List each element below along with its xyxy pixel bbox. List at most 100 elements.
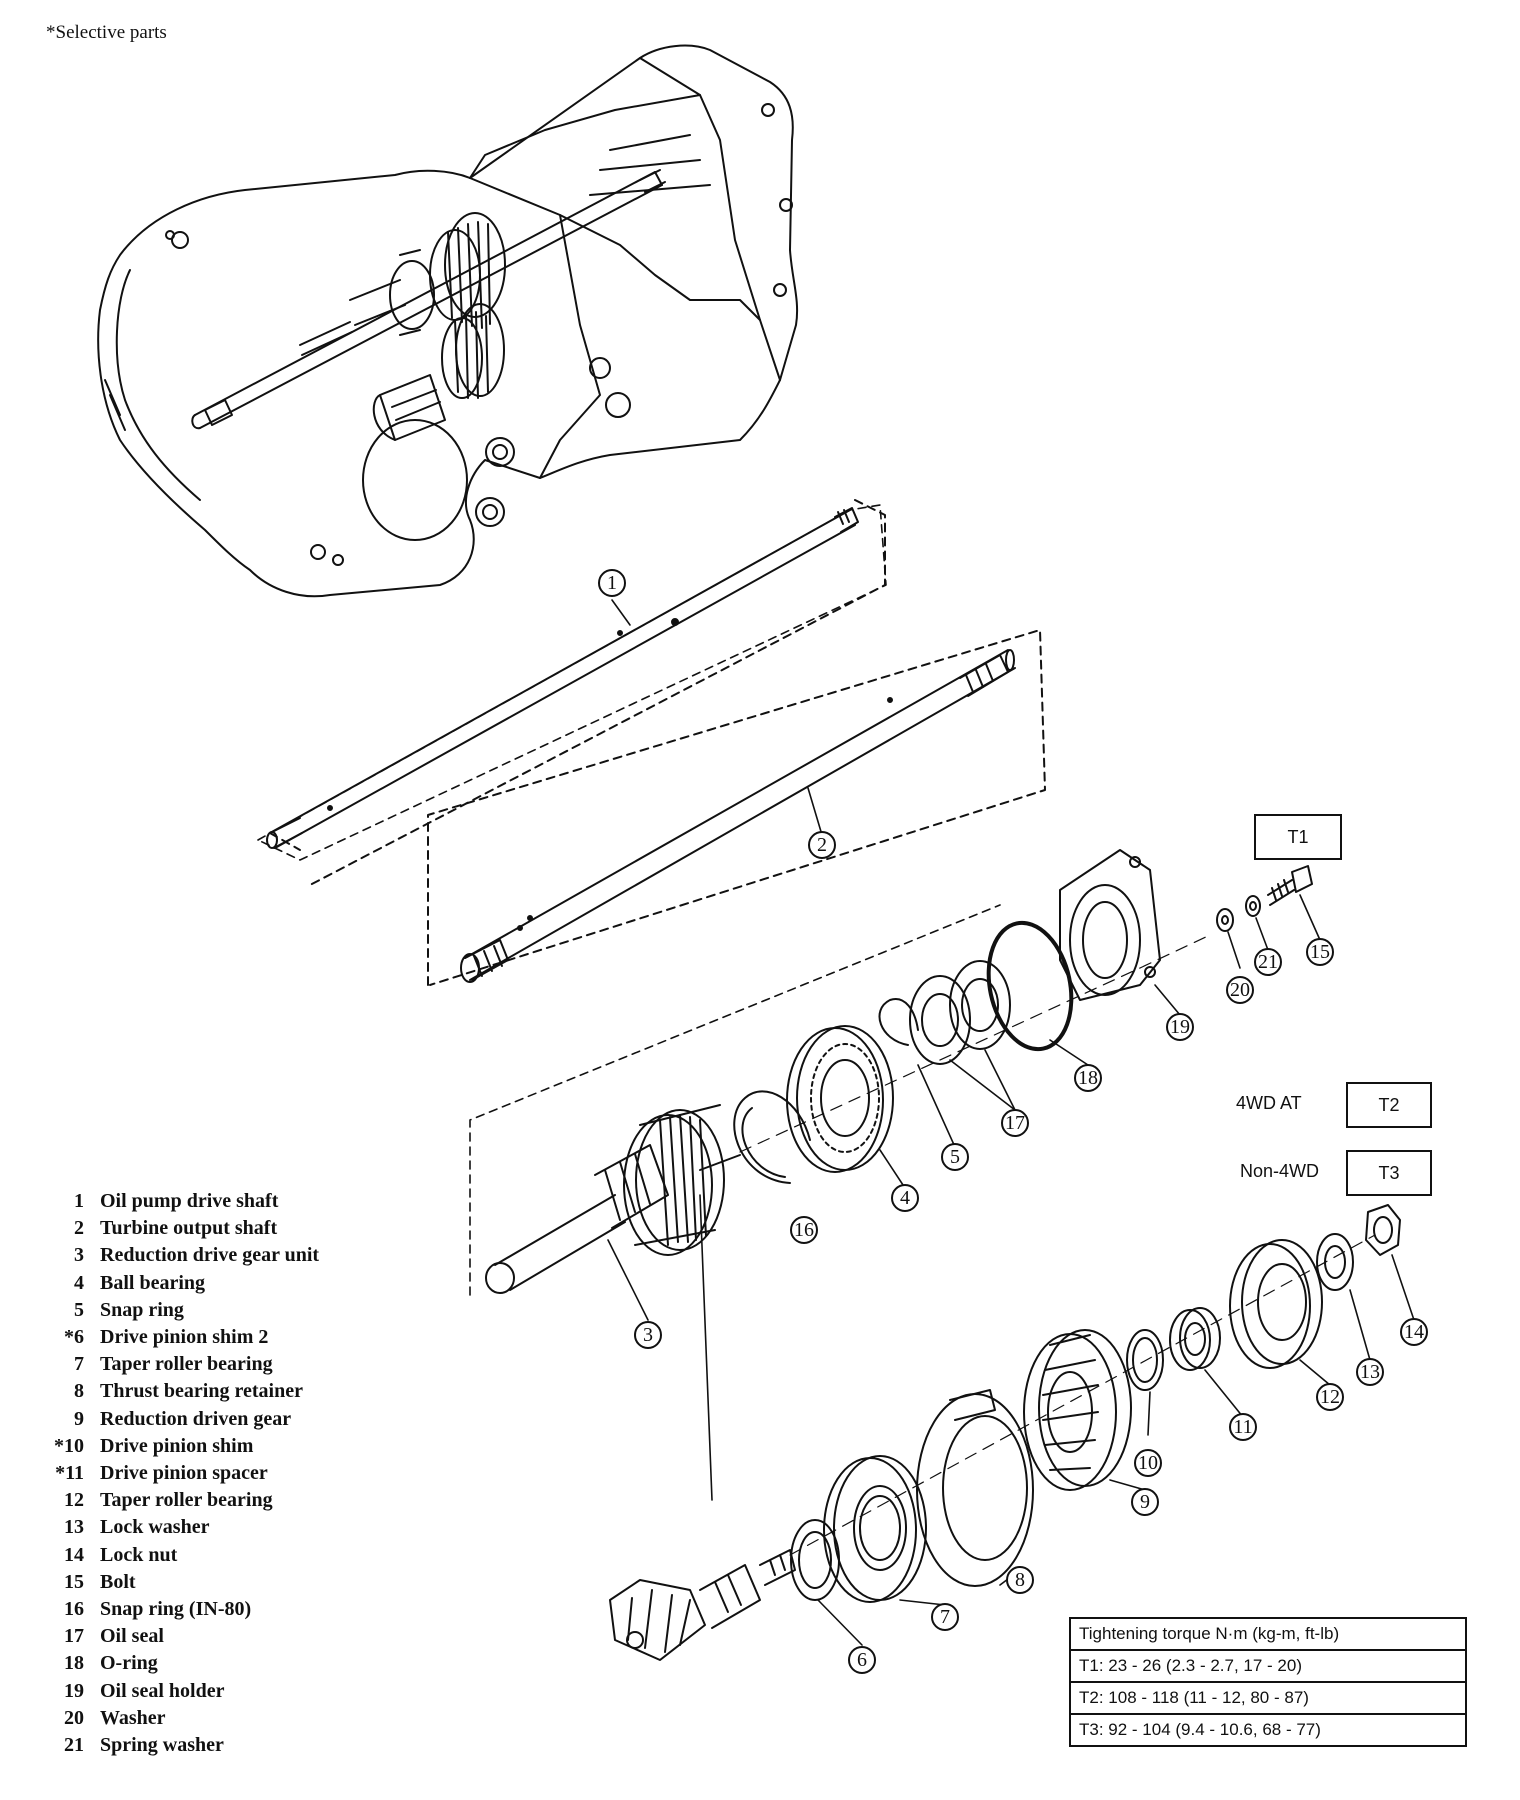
condition-label-non-4wd: Non-4WD bbox=[1240, 1161, 1320, 1181]
legend-item: 4 Ball bearing bbox=[38, 1270, 319, 1297]
torque-box-t3-label: T3 bbox=[1378, 1162, 1400, 1183]
oil-pump-drive-shaft-illustration bbox=[266, 499, 886, 886]
legend-item-number: 2 bbox=[74, 1217, 84, 1240]
callout-number: 2 bbox=[817, 834, 827, 856]
lock-nut-illustration bbox=[1365, 1204, 1401, 1256]
torque-box-t2-label: T2 bbox=[1378, 1094, 1400, 1115]
ball-bearing-illustration bbox=[786, 1025, 894, 1173]
callout-number: 16 bbox=[794, 1219, 814, 1241]
callout-circle bbox=[1306, 938, 1334, 966]
legend-item-name: Oil seal bbox=[100, 1625, 164, 1648]
legend-item-name: Spring washer bbox=[100, 1734, 224, 1757]
torque-box-t1-label: T1 bbox=[1287, 826, 1309, 847]
legend-item-number: 1 bbox=[74, 1190, 84, 1212]
callout-circle bbox=[790, 1216, 818, 1244]
callout-circle bbox=[1131, 1488, 1159, 1516]
legend-item-number: 4 bbox=[74, 1271, 84, 1294]
legend-item-name: Oil pump drive shaft bbox=[100, 1190, 279, 1212]
legend-item-name: Taper roller bearing bbox=[100, 1353, 273, 1376]
callout-number: 13 bbox=[1360, 1361, 1380, 1383]
legend-item-number: 15 bbox=[64, 1570, 84, 1593]
callout-number: 10 bbox=[1138, 1452, 1158, 1474]
legend-item-number: *6 bbox=[64, 1326, 84, 1349]
torque-box-t2: T2 bbox=[1346, 1082, 1432, 1128]
legend-item-number: *11 bbox=[55, 1462, 84, 1485]
torque-box-t1: T1 bbox=[1254, 814, 1342, 860]
legend-item-name: Snap ring (IN-80) bbox=[100, 1598, 252, 1621]
legend-item-number: 16 bbox=[64, 1598, 84, 1621]
snap-ring-in80-illustration bbox=[733, 1090, 811, 1184]
bolt-illustration bbox=[1267, 865, 1313, 906]
torque-table-header: Tightening torque N·m (kg-m, ft-lb) bbox=[1069, 1617, 1467, 1651]
leader-lines bbox=[607, 599, 1415, 1646]
callout-number: 5 bbox=[950, 1146, 960, 1168]
callout-number: 9 bbox=[1140, 1491, 1150, 1513]
legend-item-number: 21 bbox=[64, 1734, 84, 1757]
callout-circle bbox=[598, 569, 626, 597]
legend-item-name: Bolt bbox=[100, 1570, 136, 1593]
drive-pinion-shim-illustration bbox=[1126, 1329, 1164, 1391]
legend-item-name: Drive pinion spacer bbox=[100, 1462, 268, 1485]
callout-number: 4 bbox=[900, 1187, 910, 1209]
callout-number: 14 bbox=[1404, 1321, 1424, 1343]
washer-illustration bbox=[1216, 908, 1234, 932]
thrust-bearing-retainer-illustration bbox=[916, 1389, 1034, 1587]
callout-circle bbox=[848, 1646, 876, 1674]
condition-label-4wd-at: 4WD AT bbox=[1236, 1093, 1302, 1113]
callout-number: 19 bbox=[1170, 1016, 1190, 1038]
legend-item-name: O-ring bbox=[100, 1652, 158, 1675]
legend-item-number: 3 bbox=[74, 1244, 84, 1267]
callout-circle bbox=[1226, 976, 1254, 1004]
callout-circle bbox=[941, 1143, 969, 1171]
legend-item-name: Ball bearing bbox=[100, 1271, 206, 1294]
callout-number: 21 bbox=[1258, 951, 1278, 973]
callout-circle bbox=[1356, 1358, 1384, 1386]
legend-item: 1 Oil pump drive shaft bbox=[38, 1188, 319, 1215]
legend-item-number: 12 bbox=[64, 1489, 84, 1512]
legend-item: 18 O-ring bbox=[38, 1650, 319, 1677]
spring-washer-illustration bbox=[1245, 895, 1261, 917]
tightening-torque-table: Tightening torque N·m (kg-m, ft-lb) T1: … bbox=[1069, 1617, 1467, 1747]
callout-number: 11 bbox=[1233, 1416, 1252, 1438]
reduction-driven-gear-illustration bbox=[1023, 1329, 1132, 1491]
callout-circle bbox=[1074, 1064, 1102, 1092]
callout-circle bbox=[1400, 1318, 1428, 1346]
callout-number: 3 bbox=[643, 1324, 653, 1346]
callout-number: 15 bbox=[1310, 941, 1330, 963]
torque-table-row-t1: T1: 23 - 26 (2.3 - 2.7, 17 - 20) bbox=[1069, 1649, 1467, 1683]
legend-item-number: *10 bbox=[54, 1434, 84, 1457]
reduction-drive-gear-unit-illustration bbox=[469, 904, 1211, 1296]
selective-parts-note: *Selective parts bbox=[46, 22, 167, 43]
legend-item-number: 18 bbox=[64, 1652, 84, 1675]
legend-item-name: Washer bbox=[100, 1706, 166, 1729]
oil-seal-illustration bbox=[909, 960, 1011, 1065]
lock-washer-illustration bbox=[1316, 1233, 1354, 1291]
legend-item-name: Lock nut bbox=[100, 1543, 178, 1566]
torque-table-row-t3: T3: 92 - 104 (9.4 - 10.6, 68 - 77) bbox=[1069, 1713, 1467, 1747]
shaft-1-dashed-outline bbox=[257, 504, 887, 861]
legend-item-name: Reduction drive gear unit bbox=[100, 1244, 320, 1267]
callout-circle bbox=[931, 1603, 959, 1631]
callout-circle bbox=[1001, 1109, 1029, 1137]
callout-circle bbox=[634, 1321, 662, 1349]
legend-item-name: Snap ring bbox=[100, 1298, 184, 1321]
legend-item-number: 9 bbox=[74, 1407, 84, 1430]
legend-item: 15 Bolt bbox=[38, 1569, 319, 1596]
taper-roller-bearing-illustration bbox=[823, 1455, 927, 1603]
